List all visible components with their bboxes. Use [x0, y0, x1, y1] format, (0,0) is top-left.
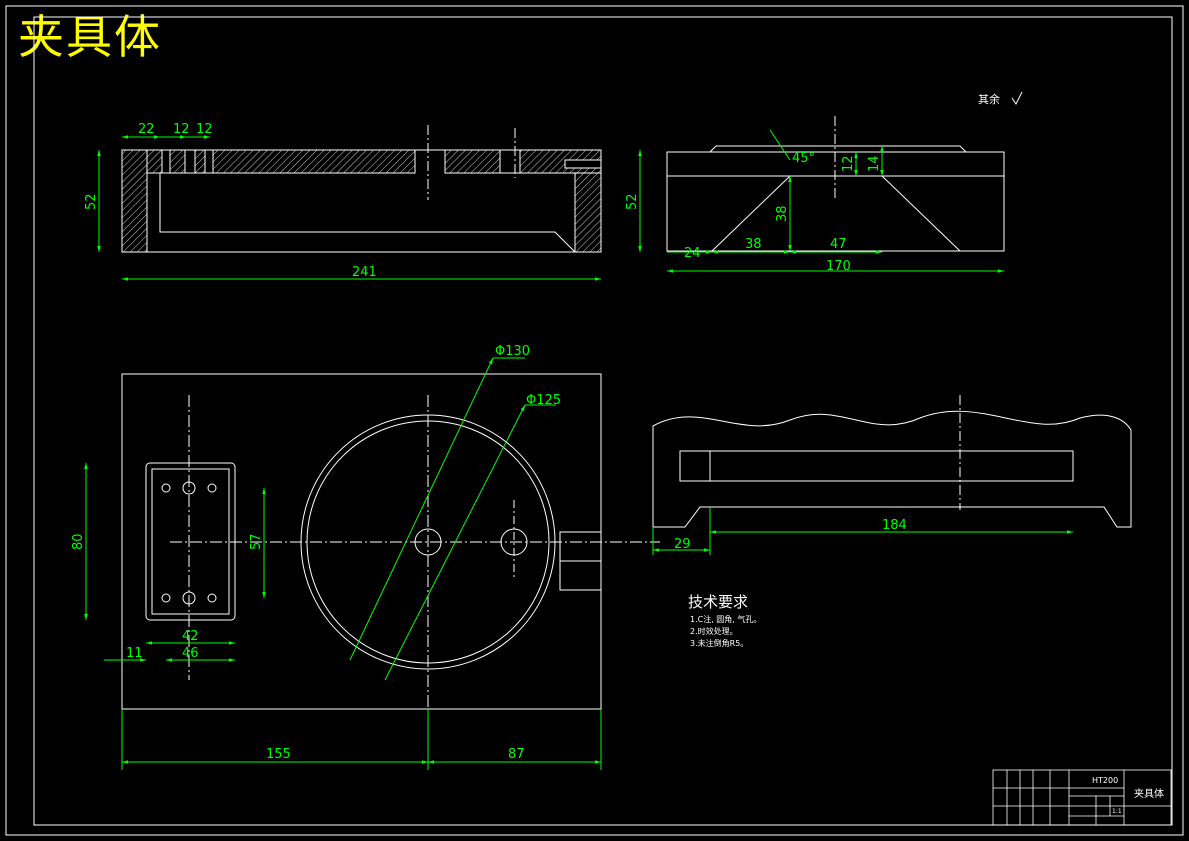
- dim-38v: 38: [775, 205, 790, 222]
- part-name-label: 夹具体: [1134, 787, 1164, 800]
- dim-241: 241: [352, 265, 377, 280]
- material-label: HT200: [1092, 776, 1118, 785]
- dim-11: 11: [126, 646, 143, 661]
- dim-184: 184: [882, 518, 907, 533]
- dim-phi130: Φ130: [495, 344, 530, 359]
- tech-req-item-3: 3.未注倒角R5。: [690, 638, 748, 648]
- dim-155: 155: [266, 747, 291, 762]
- dim-24: 24: [684, 246, 701, 261]
- dim-12b: 12: [196, 122, 213, 137]
- dim-22: 22: [138, 122, 155, 137]
- tech-req-heading: 技术要求: [688, 593, 748, 611]
- dim-87: 87: [508, 747, 525, 762]
- dim-57: 57: [249, 533, 264, 550]
- roughness-check-icon: [1011, 91, 1023, 105]
- roughness-note-text: 其余: [978, 92, 1000, 106]
- dim-42: 42: [182, 629, 199, 644]
- dim-29: 29: [674, 537, 691, 552]
- dim-52-left: 52: [84, 193, 99, 210]
- dim-170: 170: [826, 259, 851, 274]
- top-section-view: [121, 125, 602, 253]
- title-block: [992, 769, 1172, 826]
- dim-phi125: Φ125: [526, 393, 561, 408]
- broken-section-view: [652, 395, 1132, 528]
- dimension-texts: 22 12 12 241 52 52 45° 12 14 38 24 38 47…: [71, 122, 907, 762]
- dim-46: 46: [182, 646, 199, 661]
- tech-req-item-2: 2.时效处理。: [690, 626, 738, 636]
- title-block-text: HT200 夹具体 1:1: [1092, 776, 1164, 815]
- dim-12a: 12: [173, 122, 190, 137]
- dim-80: 80: [71, 533, 86, 550]
- dim-52-right: 52: [625, 193, 640, 210]
- outer-border: [5, 5, 1184, 836]
- dim-12: 12: [841, 155, 856, 172]
- technical-requirements: 技术要求 1.C注, 圆角, 气孔。 2.时效处理。 3.未注倒角R5。: [688, 593, 761, 648]
- dimension-lines: [84, 129, 1073, 770]
- dim-14: 14: [867, 155, 882, 172]
- plan-view: [121, 373, 660, 740]
- dim-47: 47: [830, 237, 847, 252]
- dim-38h: 38: [745, 237, 762, 252]
- tech-req-item-1: 1.C注, 圆角, 气孔。: [690, 614, 761, 624]
- scale-label: 1:1: [1112, 808, 1122, 815]
- drawing-title: 夹具体: [18, 10, 162, 64]
- dim-45deg: 45°: [792, 151, 815, 166]
- side-view: [666, 116, 1005, 252]
- inner-border: [33, 16, 1173, 826]
- roughness-note: 其余: [978, 91, 1023, 106]
